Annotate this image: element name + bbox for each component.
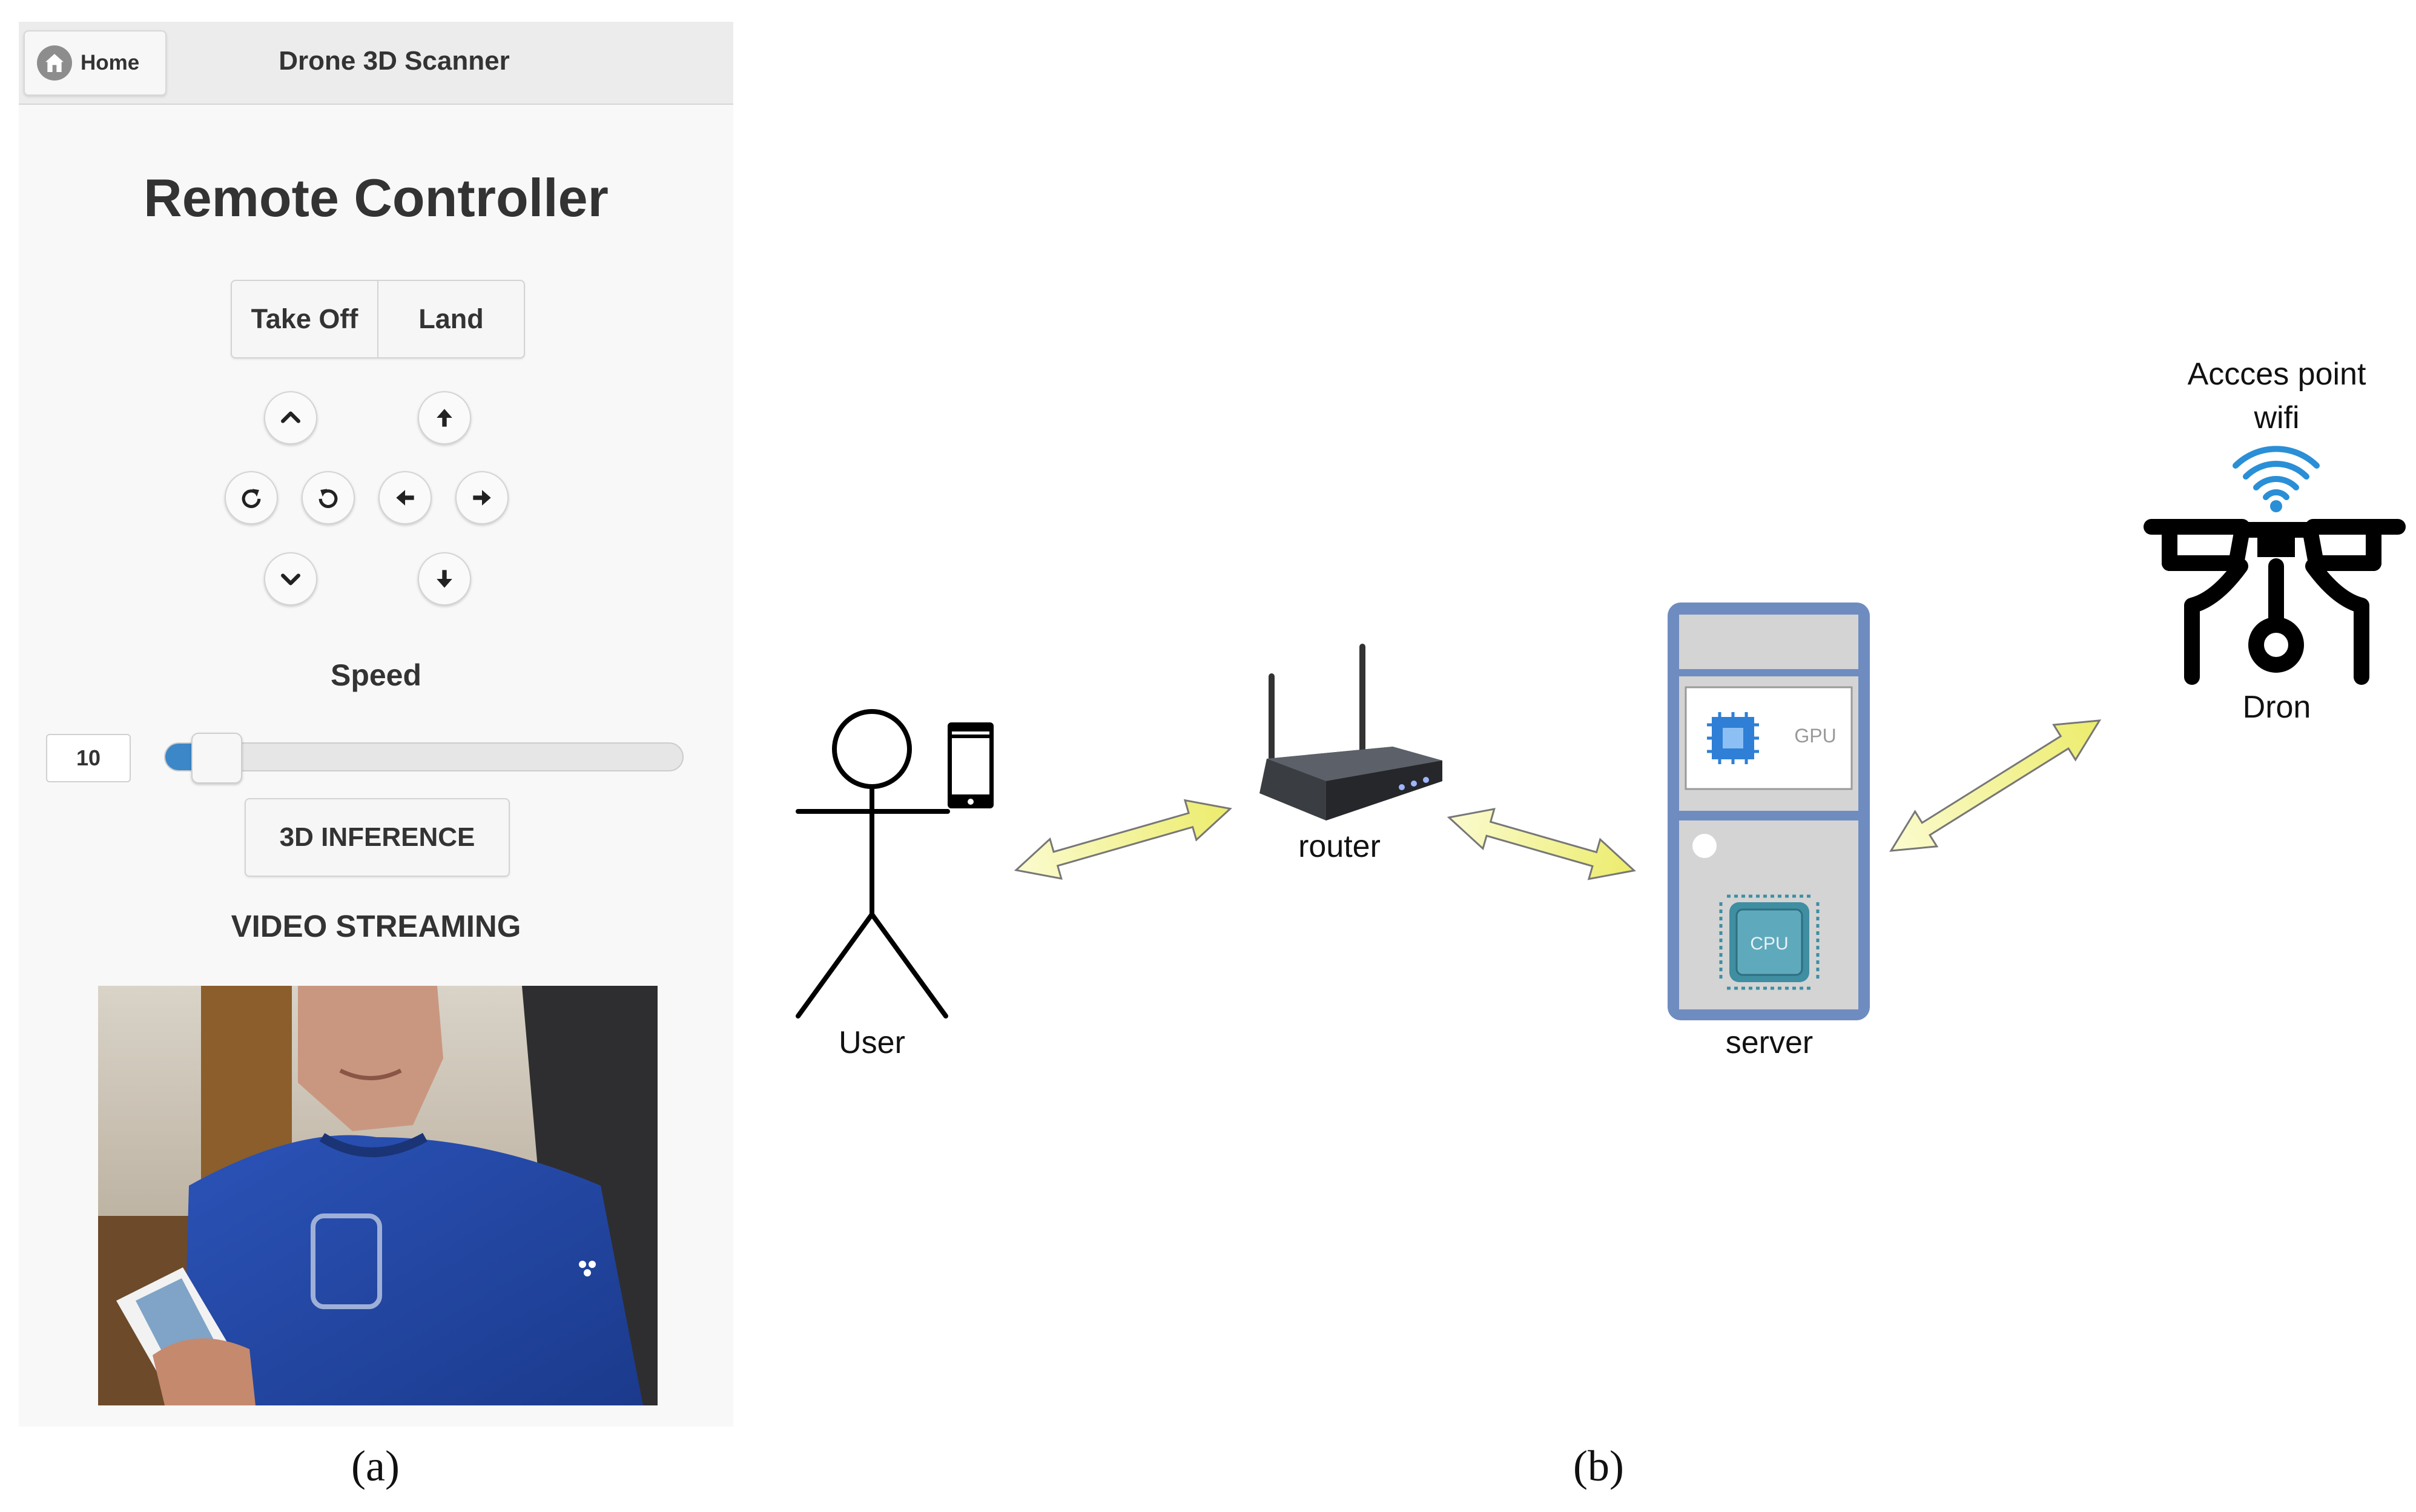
home-button[interactable]: Home: [24, 30, 167, 96]
router-label: router: [1298, 829, 1381, 864]
rotate-ccw-icon: [319, 489, 338, 509]
cpu-chip-icon: [1719, 894, 1820, 990]
server-drone-arrow: [1889, 719, 2102, 852]
user-router-arrow: [1014, 799, 1232, 880]
home-icon: [37, 45, 72, 81]
video-streaming-heading: VIDEO STREAMING: [231, 909, 521, 943]
server-label: server: [1725, 1025, 1814, 1060]
rotate-cw-icon: [242, 489, 261, 509]
arrow-up-icon: [437, 409, 452, 427]
speed-slider[interactable]: [164, 733, 684, 784]
arrow-left-icon: [396, 490, 414, 506]
drone-body: [2257, 533, 2295, 557]
caption-a: (a): [351, 1442, 400, 1490]
gpu-chip-icon: [1707, 712, 1759, 764]
access-point-label: Accces point: [2187, 357, 2366, 392]
pitch-up-button[interactable]: [264, 391, 317, 444]
user-label: User: [839, 1025, 905, 1060]
app-title: Drone 3D Scanner: [279, 46, 510, 76]
cpu-label: CPU: [1750, 934, 1788, 954]
router-icon: [1259, 644, 1442, 820]
rotate-clockwise-button[interactable]: [225, 471, 278, 524]
move-left-button[interactable]: [378, 471, 432, 524]
speed-slider-thumb[interactable]: [191, 733, 243, 784]
smartphone-icon: [948, 722, 994, 808]
arrow-down-icon: [437, 570, 452, 588]
flight-control-group: Take Off Land: [231, 280, 525, 358]
speed-label: Speed: [330, 658, 422, 692]
home-button-label: Home: [81, 51, 140, 74]
video-frame-image: [98, 986, 658, 1405]
move-right-button[interactable]: [455, 471, 509, 524]
page-heading: Remote Controller: [144, 168, 609, 228]
router-server-arrow: [1447, 808, 1636, 880]
drone-label: Dron: [2242, 690, 2311, 725]
caption-b: (b): [1573, 1442, 1624, 1490]
wifi-dot: [2270, 500, 2282, 512]
chevron-down-icon: [281, 573, 300, 586]
rotate-counterclockwise-button[interactable]: [302, 471, 355, 524]
server-icon: [1668, 602, 1870, 1020]
ascend-button[interactable]: [418, 391, 471, 444]
arrow-right-icon: [473, 490, 491, 506]
user-figure: [796, 709, 950, 1018]
wifi-label: wifi: [2254, 400, 2300, 435]
wifi-icon: [2233, 446, 2320, 500]
chevron-up-icon: [281, 411, 300, 423]
drone-icon: [2144, 519, 2406, 685]
speed-input[interactable]: [46, 734, 131, 782]
gpu-label: GPU: [1794, 725, 1836, 747]
descend-button[interactable]: [418, 552, 471, 606]
land-button[interactable]: Land: [377, 281, 524, 357]
remote-controller-panel: Home Drone 3D Scanner Remote Controller …: [19, 22, 733, 1427]
video-stream: [98, 986, 658, 1405]
take-off-button[interactable]: Take Off: [251, 303, 358, 334]
pitch-down-button[interactable]: [264, 552, 317, 606]
3d-inference-button[interactable]: 3D INFERENCE: [245, 798, 510, 877]
header-bar: Home Drone 3D Scanner: [19, 22, 733, 105]
